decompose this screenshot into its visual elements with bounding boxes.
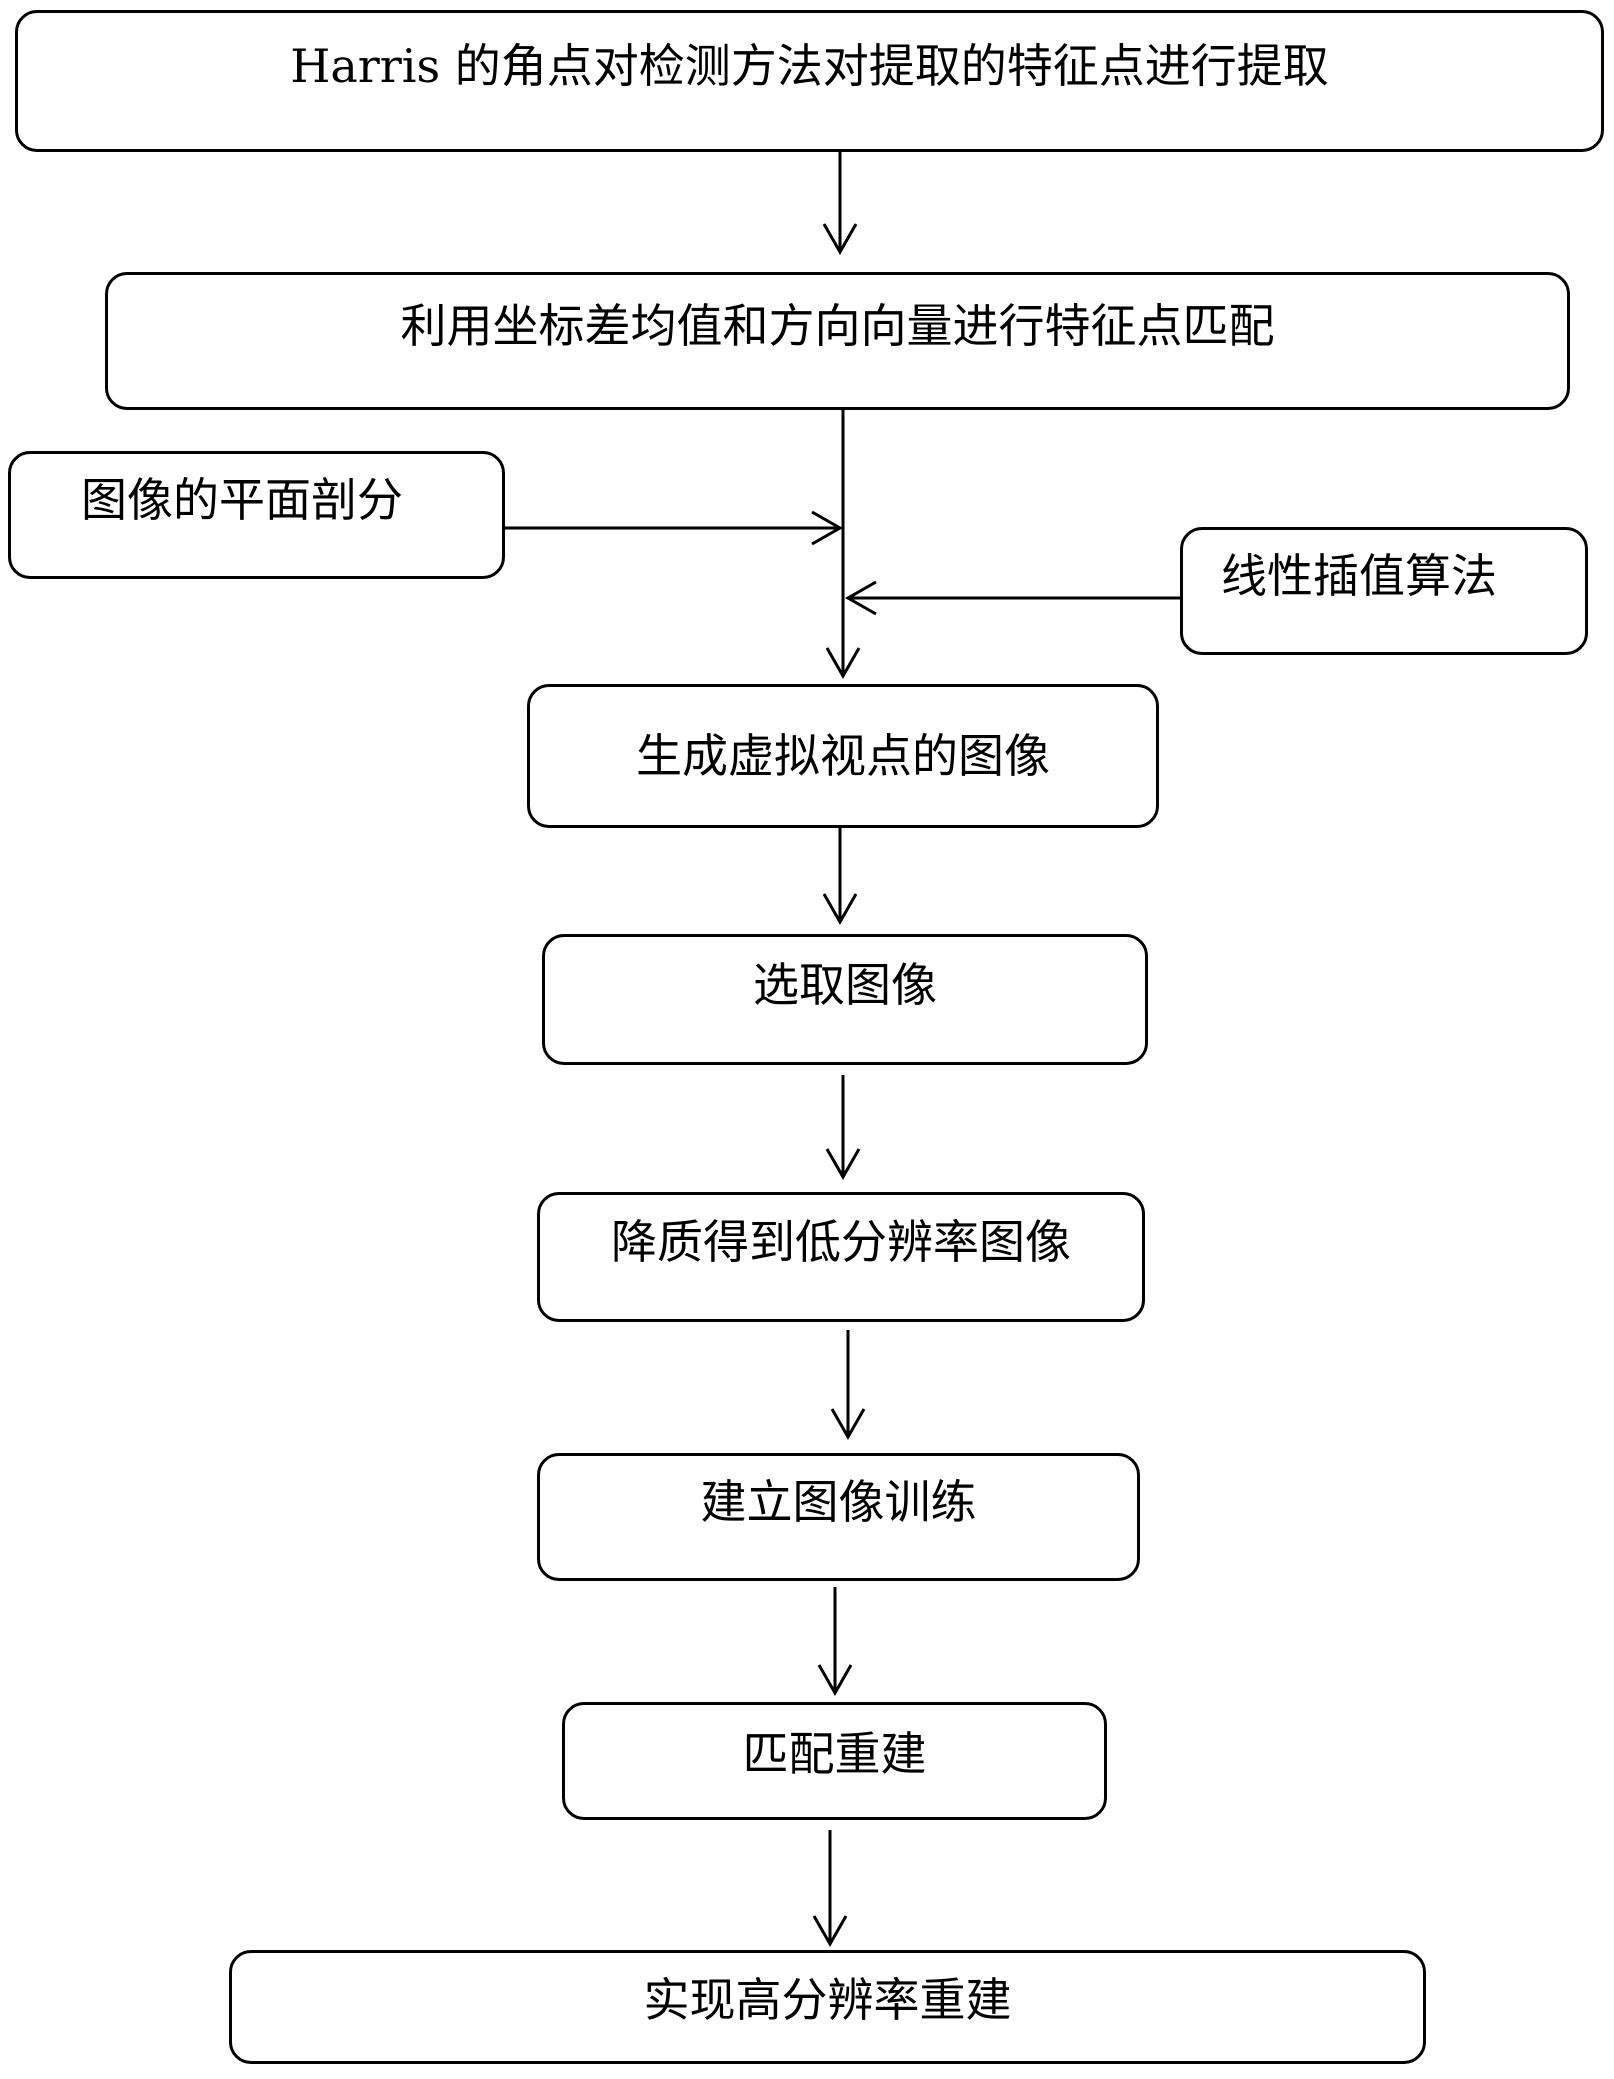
node-build-training-label: 建立图像训练 <box>700 1475 977 1529</box>
node-virtual-view-label: 生成虚拟视点的图像 <box>636 729 1050 783</box>
node-build-training: 建立图像训练 <box>537 1453 1140 1581</box>
node-degrade-low-res-label: 降质得到低分辨率图像 <box>611 1215 1071 1269</box>
node-select-image: 选取图像 <box>542 934 1148 1065</box>
node-harris-extraction-label: Harris 的角点对检测方法对提取的特征点进行提取 <box>290 39 1329 93</box>
node-degrade-low-res: 降质得到低分辨率图像 <box>537 1192 1145 1322</box>
node-high-res-rebuild-label: 实现高分辨率重建 <box>643 1973 1012 2027</box>
node-feature-matching-label: 利用坐标差均值和方向向量进行特征点匹配 <box>400 299 1275 353</box>
node-high-res-rebuild: 实现高分辨率重建 <box>229 1950 1426 2064</box>
node-select-image-label: 选取图像 <box>753 957 937 1012</box>
node-plane-partition-label: 图像的平面剖分 <box>81 473 403 527</box>
node-linear-interpolation: 线性插值算法 <box>1180 527 1588 655</box>
node-harris-extraction: Harris 的角点对检测方法对提取的特征点进行提取 <box>15 10 1604 152</box>
node-match-rebuild: 匹配重建 <box>562 1702 1107 1820</box>
node-plane-partition: 图像的平面剖分 <box>8 451 505 579</box>
node-virtual-view: 生成虚拟视点的图像 <box>527 684 1159 828</box>
node-feature-matching: 利用坐标差均值和方向向量进行特征点匹配 <box>105 272 1570 410</box>
node-match-rebuild-label: 匹配重建 <box>742 1727 927 1781</box>
node-linear-interpolation-label: 线性插值算法 <box>1221 549 1497 603</box>
